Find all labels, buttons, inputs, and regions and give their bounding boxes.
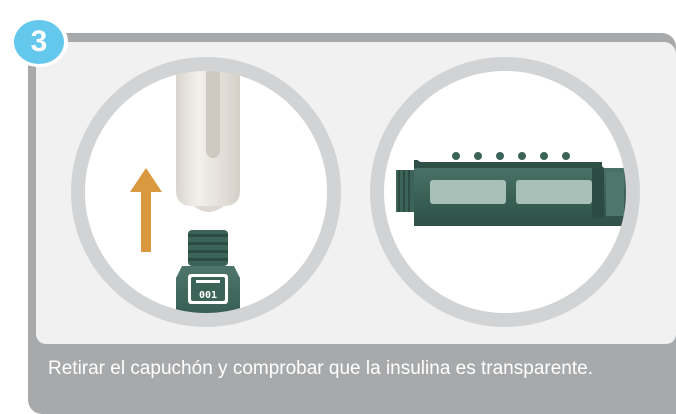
insulin-cartridge (396, 150, 627, 226)
step-number: 3 (14, 20, 64, 64)
up-arrow-icon (130, 168, 162, 252)
illustration-panel: 001 (36, 42, 676, 344)
pen-dose-label: 001 (199, 290, 217, 301)
pen-cap (176, 70, 240, 212)
right-illustration (370, 57, 640, 327)
illustration-canvas: 001 (71, 57, 640, 327)
left-illustration: 001 (71, 57, 341, 327)
pen-body: 001 (176, 230, 240, 314)
step-caption: Retirar el capuchón y comprobar que la i… (48, 358, 593, 379)
